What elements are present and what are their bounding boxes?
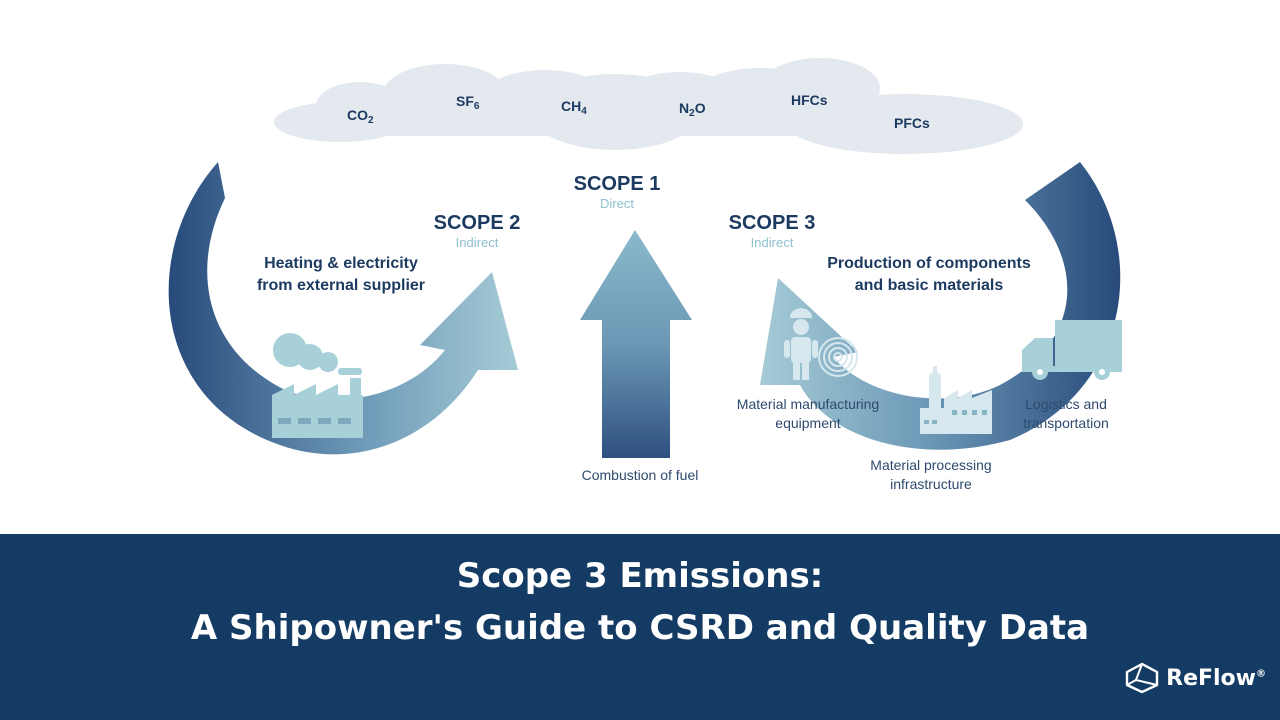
scope3-arrow bbox=[760, 162, 1121, 450]
scope3-item2-line2: infrastructure bbox=[890, 476, 972, 492]
scope1-subtitle: Direct bbox=[600, 196, 634, 211]
scope1-caption: Combustion of fuel bbox=[582, 467, 699, 483]
gas-ch4: CH4 bbox=[561, 98, 587, 117]
plant-icon bbox=[920, 366, 992, 434]
gas-n2o: N2O bbox=[679, 100, 706, 119]
banner-title-line2: A Shipowner's Guide to CSRD and Quality … bbox=[190, 608, 1090, 648]
reflow-logo: ReFlow® bbox=[1124, 662, 1266, 694]
scope3-heading-line1: Production of components bbox=[827, 255, 1031, 272]
gas-co2: CO2 bbox=[347, 107, 374, 126]
factory-icon bbox=[272, 333, 363, 438]
worker-icon bbox=[784, 308, 818, 380]
scope3-item1-line2: equipment bbox=[775, 415, 840, 431]
scope-diagram: CO2 SF6 CH4 N2O HFCs PFCs SCOPE 1 Direct… bbox=[168, 58, 1122, 492]
reflow-logo-icon bbox=[1125, 662, 1159, 694]
scope2-heading-line2: from external supplier bbox=[257, 277, 425, 294]
scope3-item3-line1: Logistics and bbox=[1025, 396, 1107, 412]
gas-hfcs: HFCs bbox=[791, 92, 828, 108]
scope2-heading-line1: Heating & electricity bbox=[264, 255, 418, 272]
reflow-logo-text: ReFlow® bbox=[1166, 665, 1266, 691]
cloud-icon bbox=[274, 58, 1023, 154]
banner-title-line1: Scope 3 Emissions: bbox=[456, 556, 824, 596]
scope3-item3-line2: transportation bbox=[1023, 415, 1109, 431]
gas-pfcs: PFCs bbox=[894, 115, 930, 131]
scope1-arrow bbox=[580, 230, 692, 458]
scope2-arrow bbox=[168, 162, 518, 455]
scope2-subtitle: Indirect bbox=[456, 235, 499, 250]
scope3-title: SCOPE 3 bbox=[729, 212, 816, 234]
scope1-title: SCOPE 1 bbox=[574, 173, 661, 195]
scope3-item2-line1: Material processing bbox=[870, 457, 991, 473]
scope3-item1-line1: Material manufacturing bbox=[737, 396, 879, 412]
cable-reel-icon bbox=[818, 337, 858, 377]
scope3-heading-line2: and basic materials bbox=[855, 277, 1004, 294]
title-banner: Scope 3 Emissions: A Shipowner's Guide t… bbox=[0, 534, 1280, 720]
scope3-subtitle: Indirect bbox=[751, 235, 794, 250]
gas-sf6: SF6 bbox=[456, 93, 480, 112]
truck-icon bbox=[1022, 320, 1122, 380]
scope2-title: SCOPE 2 bbox=[434, 212, 521, 234]
